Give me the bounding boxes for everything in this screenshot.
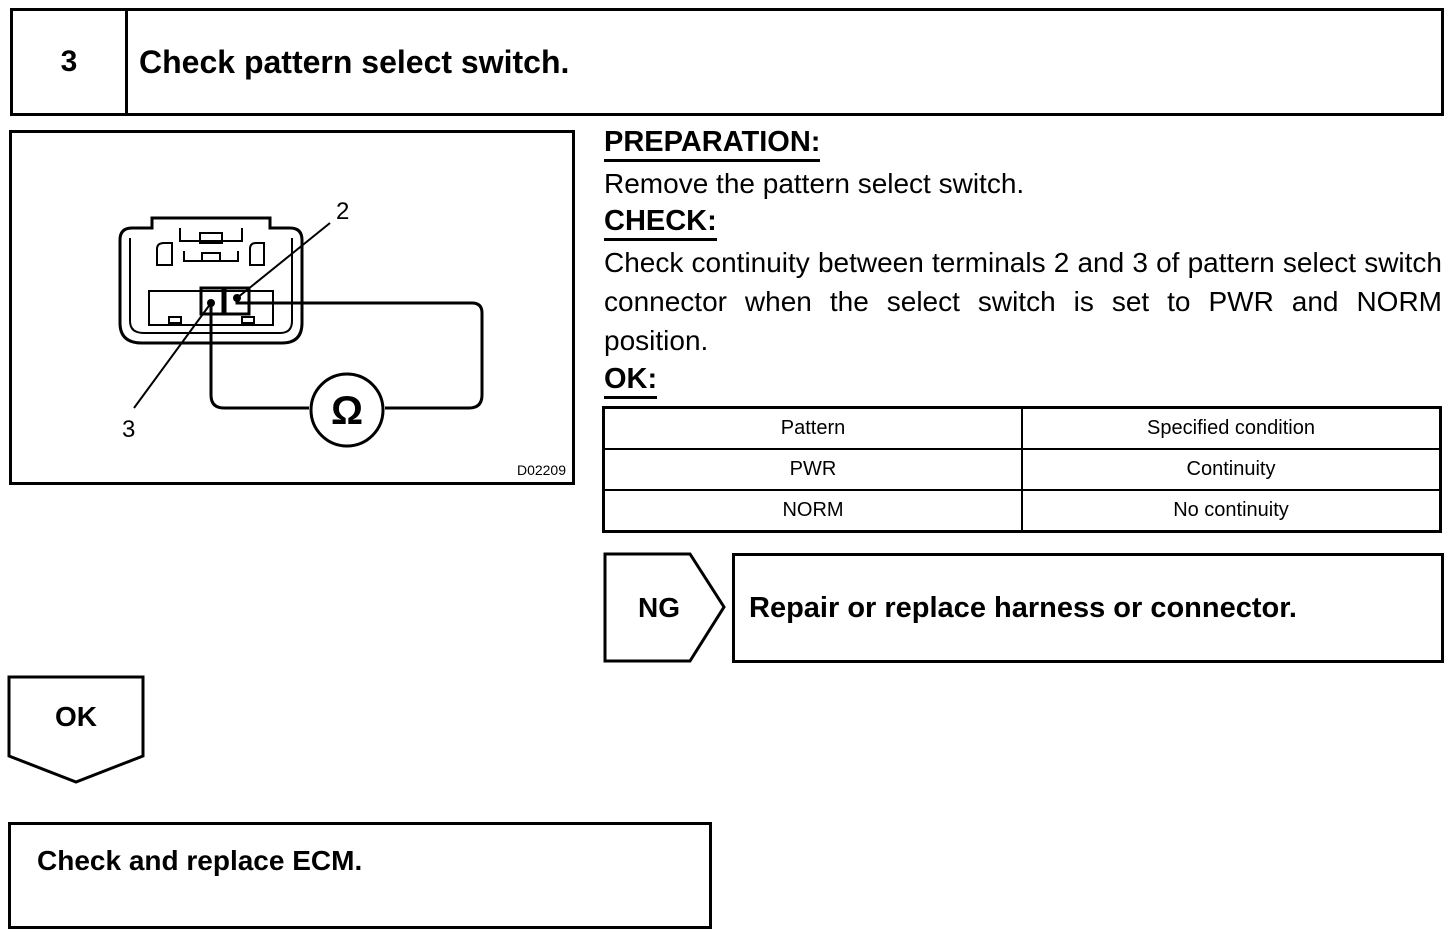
connector-diagram: Ω 2 3 [118,198,484,448]
preparation-heading: PREPARATION: [604,127,821,162]
ohm-symbol: Ω [331,389,363,433]
preparation-text: Remove the pattern select switch. [604,168,1025,199]
ng-action-text: Repair or replace harness or connector. [749,591,1297,624]
check-section: CHECK: [604,206,717,241]
connector-figure: Ω 2 3 D02209 [9,130,575,485]
table-cell: No continuity [1021,489,1442,533]
table-cell: PWR [602,448,1023,491]
table-cell: Continuity [1021,448,1442,491]
terminal-label-2: 2 [336,198,349,225]
ok-arrow-icon [7,675,145,784]
next-step-box: Check and replace ECM. [8,822,712,929]
test-lead-3 [209,303,309,410]
step-title: Check pattern select switch. [139,43,570,80]
ng-action-box: Repair or replace harness or connector. [732,553,1444,663]
check-text: Check continuity between terminals 2 and… [604,247,1442,356]
table-header-cell: Specified condition [1021,406,1442,450]
table-header-cell: Pattern [602,406,1023,450]
test-lead-2 [235,298,484,410]
check-heading: CHECK: [604,206,717,241]
terminal-2-cavity [223,286,251,316]
step-number: 3 [13,11,128,113]
spec-table: Pattern Specified condition PWR Continui… [602,406,1442,533]
table-row: PWR Continuity [602,448,1442,491]
connector-body-outline [118,216,304,345]
leader-line-3 [133,302,212,409]
probe-2-dot [233,294,241,302]
ok-criteria-section: OK: [604,364,658,399]
ok-label: OK [55,701,97,732]
table-header-row: Pattern Specified condition [602,406,1442,450]
leader-line-2 [236,222,331,299]
step-header: 3 Check pattern select switch. [10,8,1444,116]
ng-arrow-icon [603,552,726,663]
table-cell: NORM [602,489,1023,533]
probe-3-dot [207,299,215,307]
terminal-label-3: 3 [122,416,135,443]
ok-criteria-heading: OK: [604,364,658,399]
next-step-text: Check and replace ECM. [37,845,363,876]
preparation-section: PREPARATION: [604,127,821,162]
ohmmeter-icon [309,372,385,448]
ng-label: NG [638,592,680,623]
table-row: NORM No continuity [602,489,1442,533]
figure-code: D02209 [516,462,566,478]
